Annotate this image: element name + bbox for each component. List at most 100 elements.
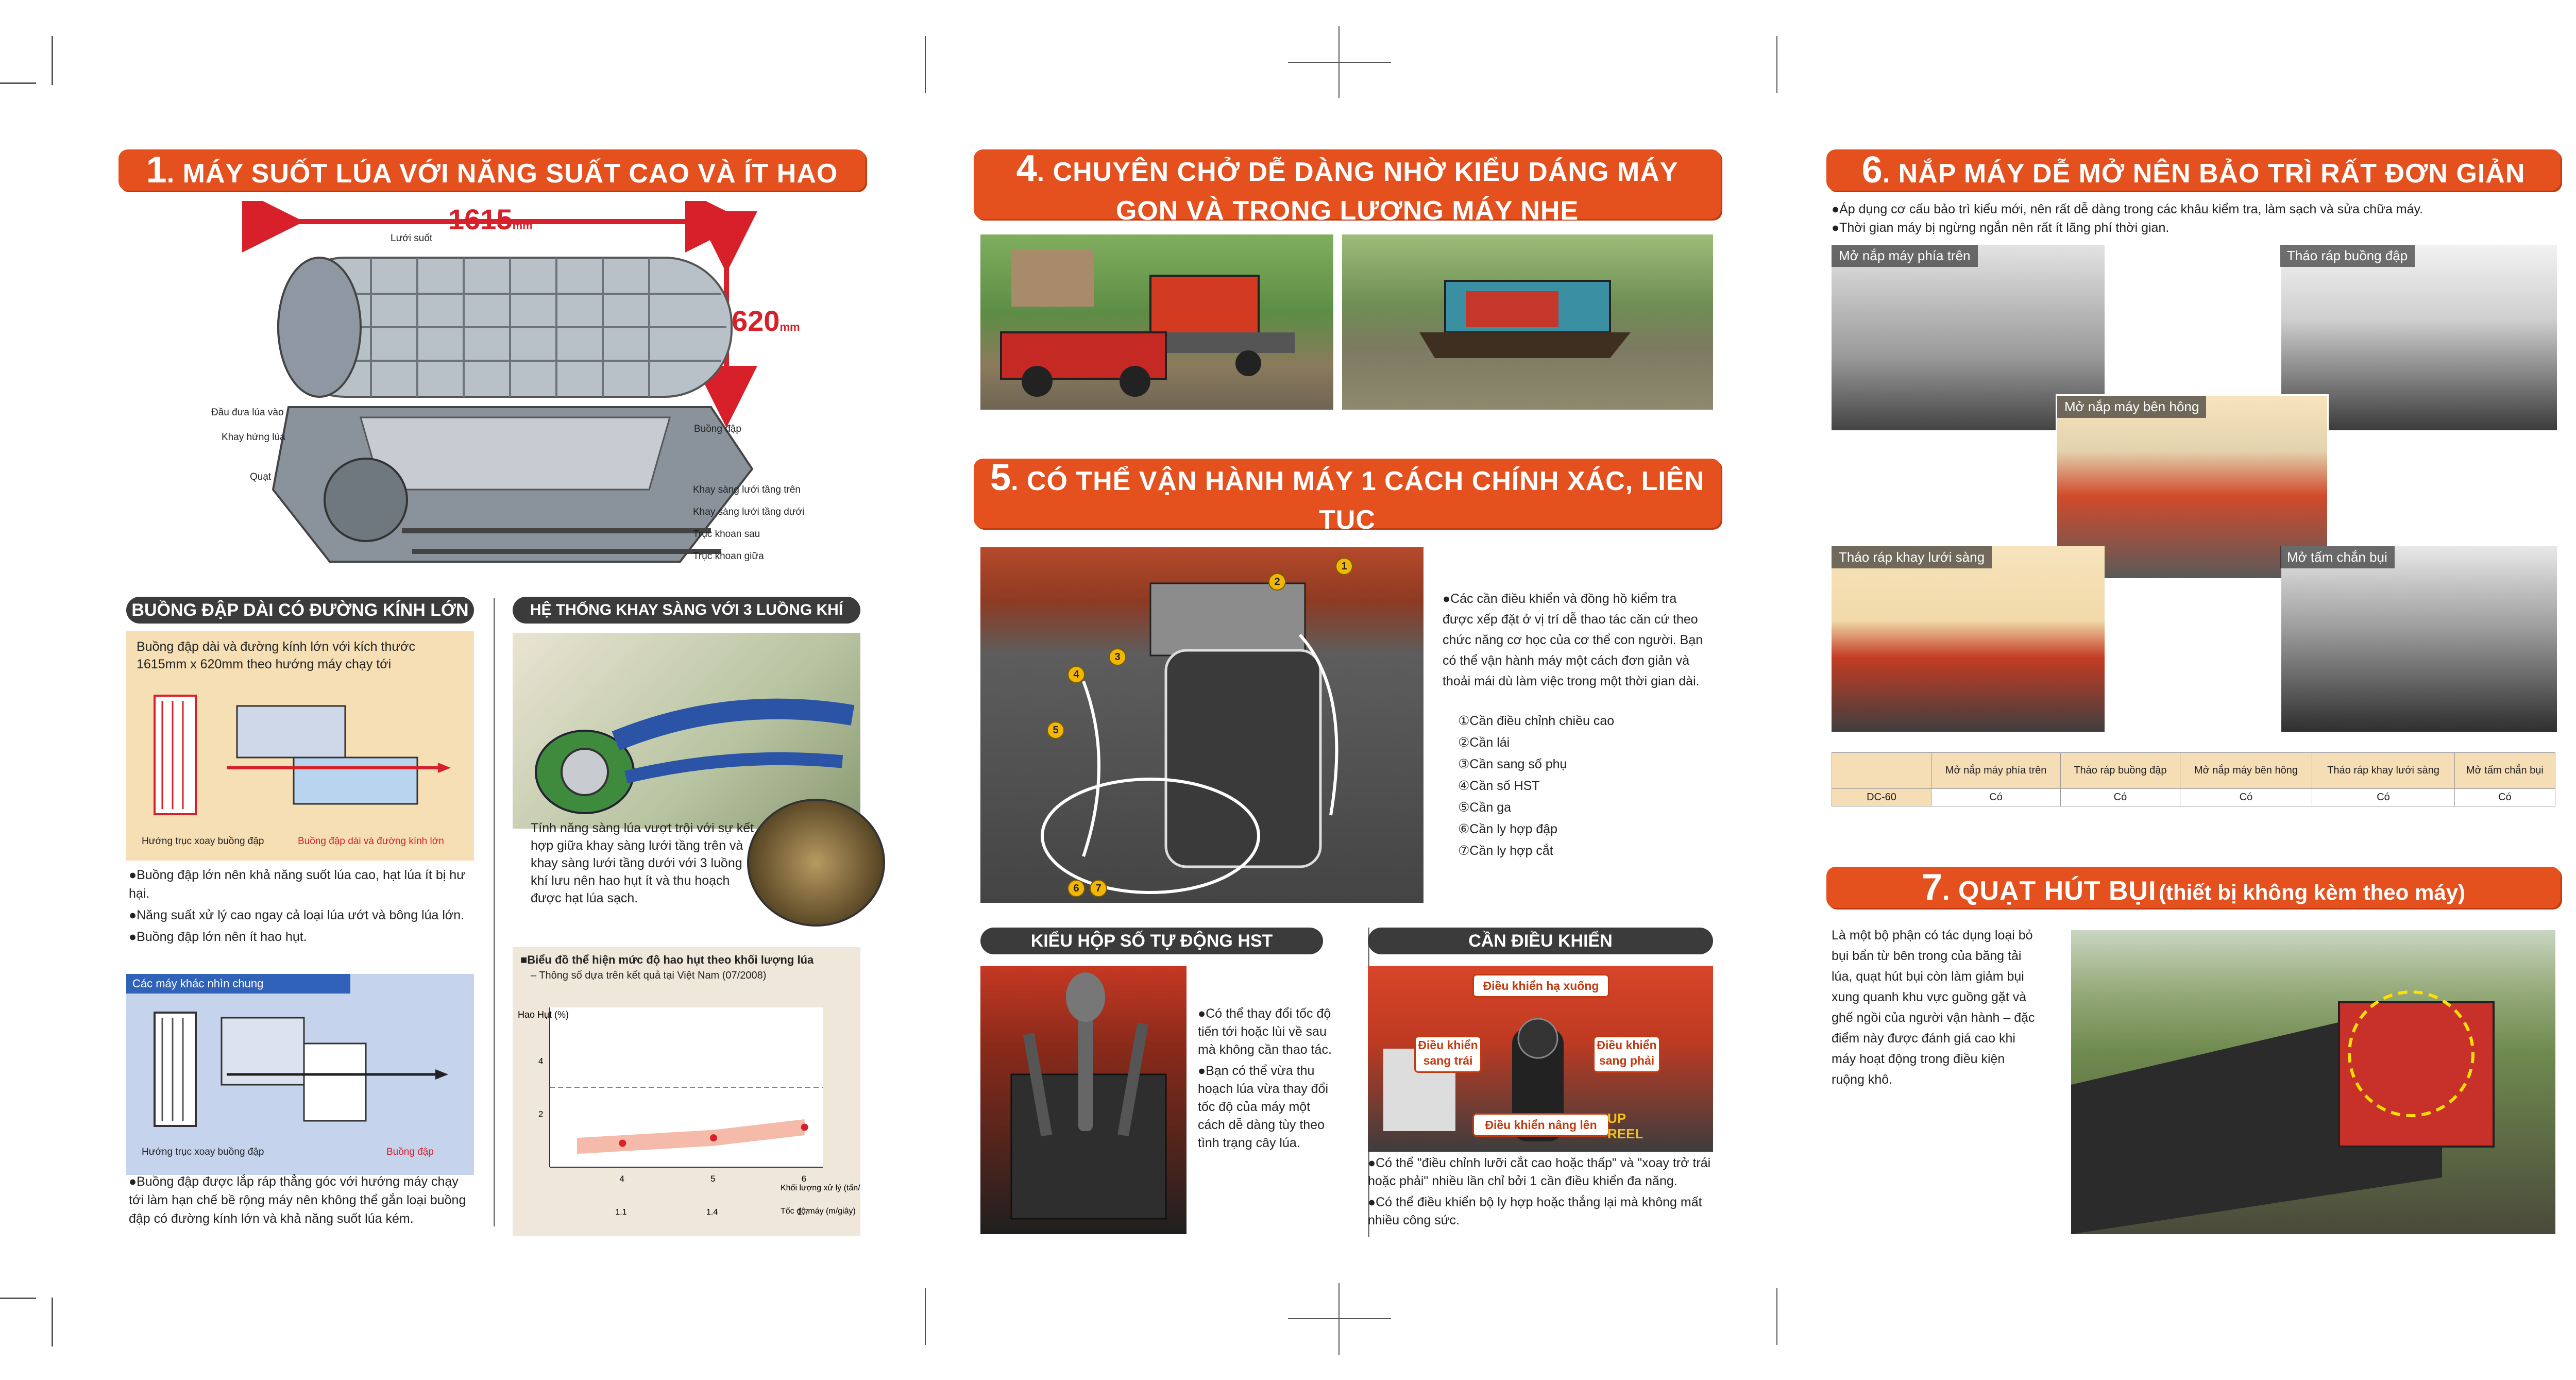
dust-fan-photo [2071,930,2555,1234]
other-axis-label: Hướng trục xoay buồng đập [142,1147,264,1157]
chart-point [619,1139,626,1147]
chart-ytick: 4 [538,1056,543,1066]
truck-transport-photo [980,234,1333,410]
section6-bullet-2: ●Thời gian máy bị ngừng ngắn nên rất ít … [1832,221,2170,235]
chart-xlabel: Khối lượng xử lý (tấn/giờ) [781,1184,860,1192]
section6-title: . NẮP MÁY DỄ MỞ NÊN BẢO TRÌ RẤT ĐƠN GIẢN [1882,159,2526,189]
other-thresher-diagram [154,1012,448,1127]
height-unit: mm [779,321,800,333]
chart-xtick-secondary: 1.4 [706,1208,718,1217]
control-left-label: Điều khiển sang trái [1414,1036,1482,1073]
crop-mark [52,36,53,85]
callout-buong-dap: Buồng đập [694,424,741,434]
label-thresher-removal: Tháo ráp buồng đập [2280,245,2415,267]
lever-marker-6: 6 [1067,880,1085,897]
lever-marker-3: 3 [1109,648,1126,666]
column-divider [494,598,495,1226]
label-side-cover: Mở nắp máy bên hông [2057,396,2207,418]
table-header-cell: Tháo ráp buồng đập [2060,752,2180,789]
callout-khay-hung-lua: Khay hứng lúa [222,432,285,443]
section7-header: 7. QUẠT HÚT BỤI (thiết bị không kèm theo… [1826,867,2561,908]
section6-bullet-1: ●Áp dụng cơ cấu bảo trì kiểu mới, nên rấ… [1832,202,2424,216]
chart-xtick-secondary: 1.1 [615,1208,626,1217]
lever-marker-7: 7 [1090,880,1107,897]
section4-header: 4. CHUYÊN CHỞ DỄ DÀNG NHỜ KIỂU DÁNG MÁY … [974,148,1721,226]
crop-mark [925,36,926,93]
section6-header: 6. NẮP MÁY DỄ MỞ NÊN BẢO TRÌ RẤT ĐƠN GIẢ… [1826,149,2561,191]
thresher-heading: BUỒNG ĐẬP DÀI CÓ ĐƯỜNG KÍNH LỚN [126,597,474,624]
section1-number: 1 [146,149,167,191]
lever-item-2: ②Cần lái [1458,735,1510,750]
callout-khay-sang-duoi: Khay sàng lưới tầng dưới [693,507,805,517]
lever-item-7: ⑦Cần ly hợp cắt [1458,844,1553,858]
lever-marker-5: 5 [1047,721,1064,739]
thresher-bullet-1: ●Buồng đập lớn nên khả năng suốt lúa cao… [129,868,465,901]
table-cell: DC-60 [1832,788,1931,806]
thresher-bullet-2: ●Năng suất xử lý cao ngay cả loại lúa ướ… [129,908,465,922]
hst-bullets: ●Có thể thay đổi tốc độ tiến tới hoặc lù… [1198,1005,1332,1155]
chart-xtick: 6 [802,1174,806,1184]
height-dimension: 620mm [732,304,800,338]
chart-range-band [577,1119,805,1154]
lever-list: ①Cần điều chỉnh chiều cao ②Cần lái ③Cần … [1458,710,1614,862]
maintenance-table-header: Mở nắp máy phía trên Tháo ráp buồng đập … [1832,752,2556,789]
other-bullets: ●Buồng đập được lắp ráp thẳng góc với hư… [129,1172,474,1231]
table-header-cell: Mở tấm chắn bụi [2454,752,2556,789]
section4-title-line2: GỌN VÀ TRỌNG LƯỢNG MÁY NHẸ [1115,196,1579,226]
width-unit: mm [512,219,533,232]
thresher-box-text: Buồng đập dài và đường kính lớn với kích… [137,639,416,671]
photo-sieve-removal [1832,546,2105,732]
control-bullet-2: ●Có thể điều khiển bộ ly hợp hoặc thắng … [1368,1195,1702,1227]
section1-header: 1. MÁY SUỐT LÚA VỚI NĂNG SUẤT CAO VÀ ÍT … [118,149,866,237]
crop-mark [1776,36,1777,93]
height-value: 620 [732,305,780,337]
crop-mark [1776,1288,1777,1345]
table-row: DC-60 Có Có Có Có Có [1832,788,2556,806]
table-header-cell: Mở nắp máy bên hông [2179,752,2313,789]
table-cell: Có [2060,788,2180,806]
other-machines-title: Các máy khác nhìn chung [126,974,350,994]
table-cell: Có [2454,788,2556,806]
thresher-long-label: Buồng đập dài và đường kính lớn [298,836,444,847]
section6-bullets: ●Áp dụng cơ cấu bảo trì kiểu mới, nên rấ… [1832,200,2553,237]
long-thresher-diagram [154,695,451,815]
lever-marker-2: 2 [1268,573,1286,591]
sieve-illustration [513,633,860,829]
crop-mark [925,1288,926,1345]
crop-mark [1338,26,1340,98]
width-value: 1615 [448,203,513,235]
lever-marker-1: 1 [1335,558,1353,575]
lever-item-1: ①Cần điều chỉnh chiều cao [1458,714,1615,728]
crop-mark [0,82,36,84]
table-cell: Có [1930,788,2061,806]
chart-subheading: – Thông số dựa trên kết quả tại Việt Nam… [531,970,767,981]
loss-chart: 41.151.461.724 Hao Hụt (%) Khối lượng xử… [518,1007,860,1217]
table-cell: Có [2179,788,2313,806]
other-thresher-label: Buồng đập [386,1147,434,1157]
chart-xtick-secondary: 1.7 [798,1208,809,1217]
section6-number: 6 [1861,149,1883,191]
sieve-text: Tính năng sàng lúa vượt trội với sự kết … [531,821,754,905]
boat-transport-photo [1342,234,1713,410]
label-sieve-removal: Tháo ráp khay lưới sàng [1832,546,1992,568]
chart-heading: ■Biểu đồ thể hiện mức độ hao hụt theo kh… [520,953,814,966]
crop-mark [52,1298,53,1347]
section4-number: 4 [1016,148,1037,189]
control-bullets: ●Có thể "điều chỉnh lưỡi cắt cao hoặc th… [1368,1154,1718,1233]
width-dimension: 1615mm [448,203,533,236]
hst-bullet-2: ●Bạn có thể vừa thu hoạch lúa vừa thay đ… [1198,1064,1329,1150]
chart-xlabel2: Tốc độ máy (m/giây) [781,1207,856,1216]
section7-title: . QUẠT HÚT BỤI [1942,876,2157,906]
maintenance-table: Mở nắp máy phía trên Tháo ráp buồng đập … [1832,752,2556,806]
table-cell: Có [2312,788,2455,806]
section4-title-line1: . CHUYÊN CHỞ DỄ DÀNG NHỜ KIỂU DÁNG MÁY [1037,157,1679,187]
thresher-cutaway-illustration [242,201,757,563]
section7-title-note: (thiết bị không kèm theo máy) [2158,880,2466,904]
chart-xtick: 5 [710,1174,715,1184]
chart-point [710,1134,717,1142]
section5-title-line1: . CÓ THỂ VẬN HÀNH MÁY 1 CÁCH CHÍNH XÁC, … [1011,466,1705,535]
callout-luoi-suot: Lưới suốt [391,233,433,244]
callout-khay-sang-tren: Khay sàng lưới tầng trên [693,484,801,495]
control-up-label: Điều khiển hạ xuống [1472,974,1609,998]
crop-mark [1288,62,1391,63]
